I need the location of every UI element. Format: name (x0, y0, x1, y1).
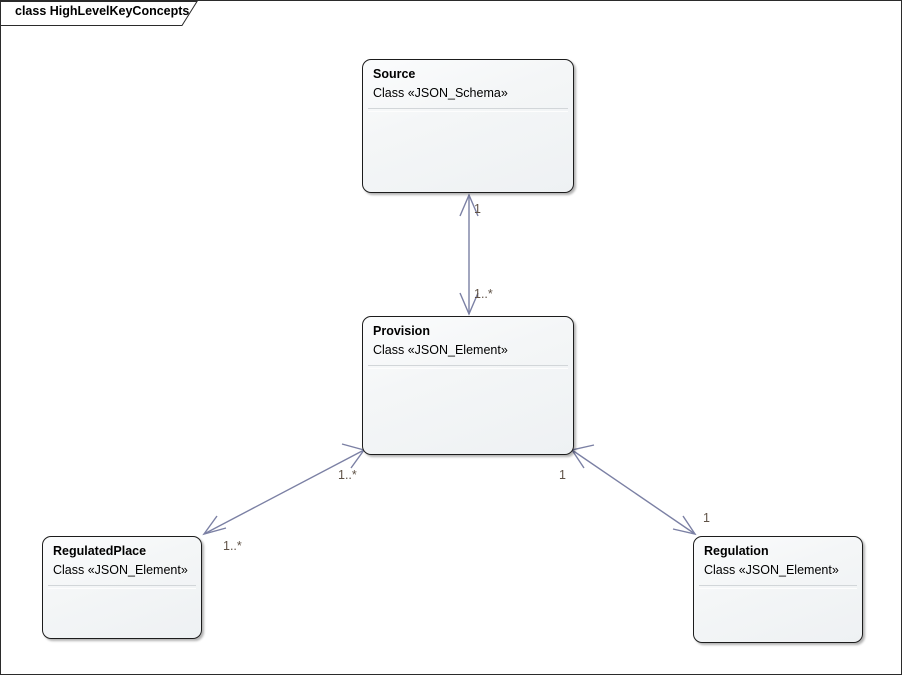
arrowhead-regulation (672, 515, 697, 536)
arrowhead-provision-left (341, 443, 366, 469)
class-stereotype-source: Class «JSON_Schema» (373, 86, 508, 100)
diagram-title-label: class HighLevelKeyConcepts (15, 4, 190, 18)
arrowhead-regulatedplace (202, 515, 227, 536)
class-name-source: Source (373, 67, 416, 81)
association-line (571, 449, 696, 535)
multiplicity-regulation-end: 1 (703, 511, 710, 525)
class-compartment-divider (48, 585, 196, 589)
class-box-source[interactable]: Source Class «JSON_Schema» (362, 59, 574, 193)
class-name-regulation: Regulation (704, 544, 769, 558)
multiplicity-provision-left: 1..* (338, 468, 357, 482)
class-box-regulatedplace[interactable]: RegulatedPlace Class «JSON_Element» (42, 536, 202, 639)
class-name-provision: Provision (373, 324, 430, 338)
diagram-title-tab: class HighLevelKeyConcepts (1, 1, 219, 26)
class-name-regulatedplace: RegulatedPlace (53, 544, 147, 558)
class-box-provision[interactable]: Provision Class «JSON_Element» (362, 316, 574, 455)
multiplicity-regulatedplace-end: 1..* (223, 539, 242, 553)
association-provision-regulation[interactable] (570, 444, 697, 536)
multiplicity-provision-right: 1 (559, 468, 566, 482)
multiplicity-source-end: 1 (474, 202, 481, 216)
class-compartment-divider (368, 108, 568, 112)
class-compartment-divider (699, 585, 857, 589)
association-line (203, 449, 365, 535)
association-provision-regulatedplace[interactable] (202, 443, 366, 536)
class-box-regulation[interactable]: Regulation Class «JSON_Element» (693, 536, 863, 643)
class-compartment-divider (368, 365, 568, 369)
diagram-tab-shape (1, 1, 198, 26)
class-stereotype-regulatedplace: Class «JSON_Element» (53, 563, 188, 577)
class-stereotype-regulation: Class «JSON_Element» (704, 563, 839, 577)
tab-outline (1, 1, 198, 26)
class-stereotype-provision: Class «JSON_Element» (373, 343, 508, 357)
multiplicity-provision-top: 1..* (474, 287, 493, 301)
arrowhead-provision-right (570, 444, 595, 469)
